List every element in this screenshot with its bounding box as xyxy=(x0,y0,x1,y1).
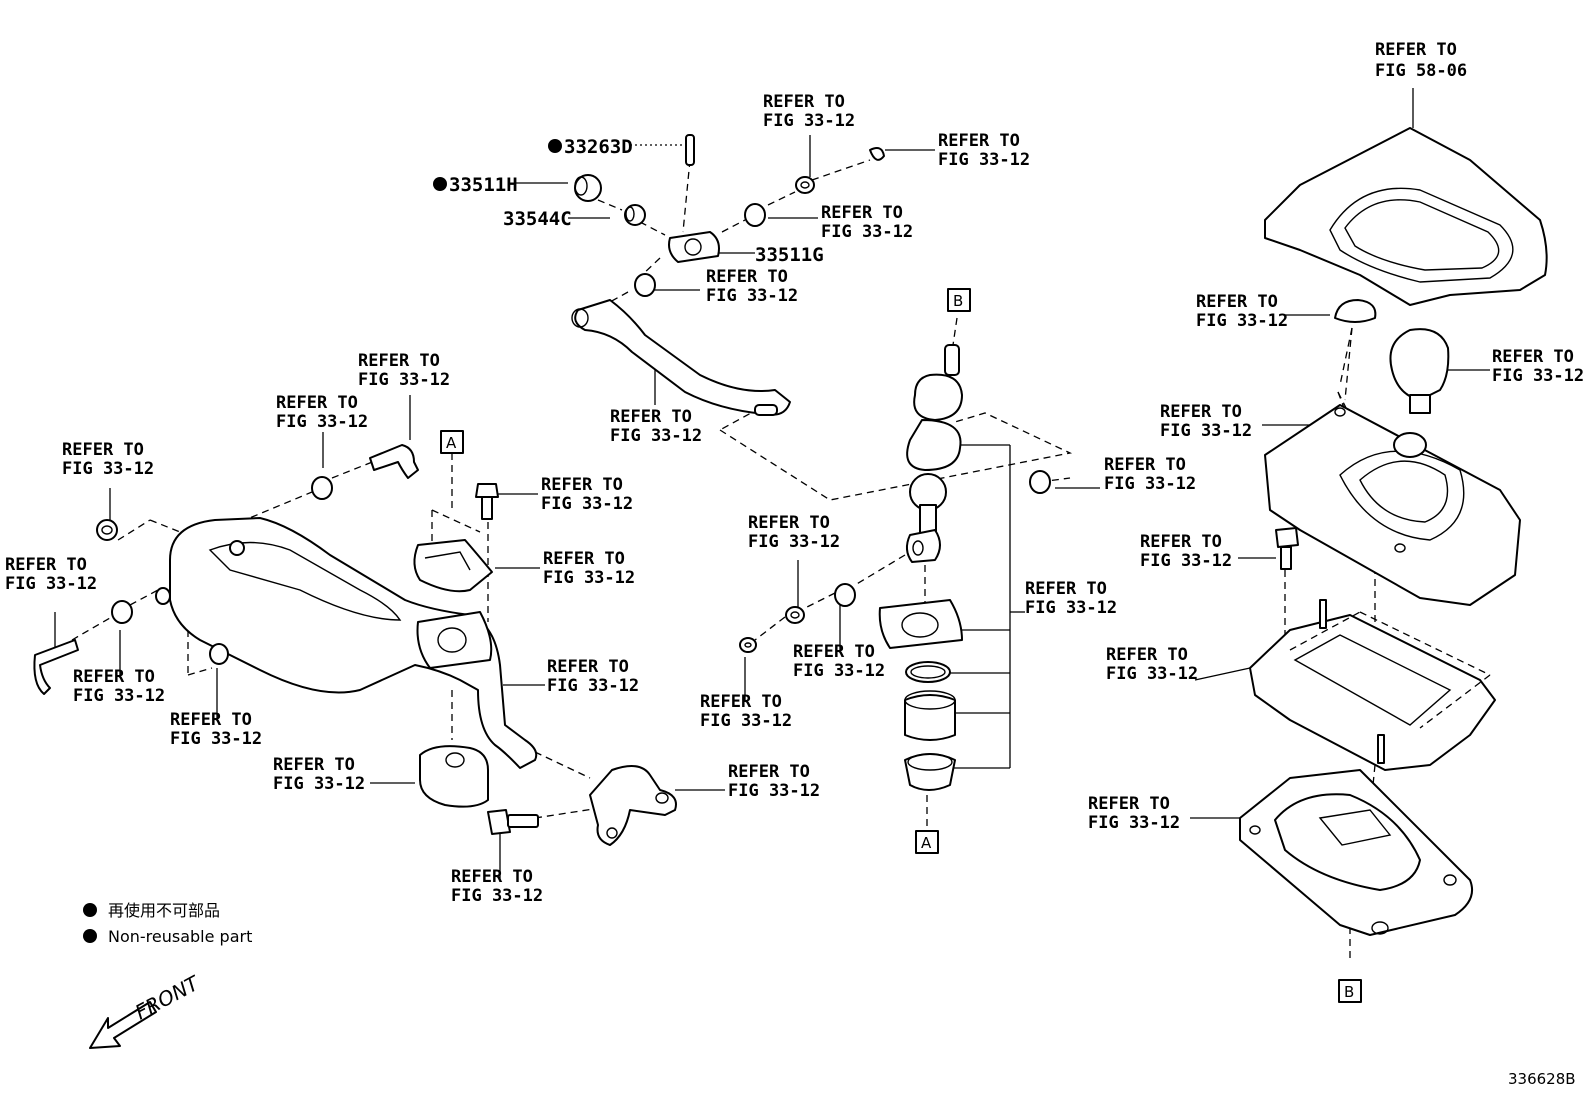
refer-callouts: REFER TO FIG 58-06 REFER TO FIG 33-12 RE… xyxy=(5,40,1584,906)
part-number-33544c: 33544C xyxy=(503,208,572,230)
part-number-labels: 33263D 33511H 33544C 33511G xyxy=(433,136,824,266)
callout-refer: REFER TO xyxy=(358,351,440,371)
callout-refer: REFER TO xyxy=(610,407,692,427)
shift-rod-assembly xyxy=(739,344,1051,791)
callout-refer: REFER TO xyxy=(73,667,155,687)
leader-lines xyxy=(54,88,1490,960)
callout-fig: FIG 33-12 xyxy=(543,568,635,588)
callout-refer: REFER TO xyxy=(451,867,533,887)
callout-refer: REFER TO xyxy=(543,549,625,569)
callout-fig: FIG 33-12 xyxy=(541,494,633,514)
legend-english: Non-reusable part xyxy=(108,927,252,946)
part-number-33511h: 33511H xyxy=(449,174,518,196)
callout-fig: FIG 33-12 xyxy=(1088,813,1180,833)
non-reusable-marker-icon xyxy=(548,139,562,153)
box-label-a-left: A xyxy=(446,434,457,452)
front-label: FRONT xyxy=(131,970,204,1024)
callout-refer: REFER TO xyxy=(5,555,87,575)
callout-fig: FIG 33-12 xyxy=(821,222,913,242)
legend: 再使用不可部品 Non-reusable part xyxy=(83,901,252,946)
frame-labels: B A A B xyxy=(440,288,1362,1003)
callout-refer: REFER TO xyxy=(1196,292,1278,312)
callout-refer: REFER TO xyxy=(276,393,358,413)
shift-lever-linkage xyxy=(571,134,885,416)
callout-refer: REFER TO xyxy=(547,657,629,677)
callout-fig: FIG 33-12 xyxy=(1492,366,1584,386)
callout-refer: REFER TO xyxy=(541,475,623,495)
callout-fig: FIG 33-12 xyxy=(1025,598,1117,618)
diagram-number: 336628B xyxy=(1508,1070,1576,1088)
callout-fig: FIG 33-12 xyxy=(610,426,702,446)
callout-fig: FIG 33-12 xyxy=(793,661,885,681)
part-number-33511g: 33511G xyxy=(755,244,824,266)
front-direction: FRONT xyxy=(89,970,204,1049)
callout-fig: FIG 33-12 xyxy=(938,150,1030,170)
callout-refer: REFER TO xyxy=(938,131,1020,151)
callout-refer: REFER TO xyxy=(1104,455,1186,475)
callout-fig: FIG 33-12 xyxy=(73,686,165,706)
callout-refer: REFER TO xyxy=(1106,645,1188,665)
callout-fig: FIG 33-12 xyxy=(1106,664,1198,684)
legend-japanese: 再使用不可部品 xyxy=(108,901,220,920)
callout-refer: REFER TO xyxy=(170,710,252,730)
non-reusable-marker-icon xyxy=(433,177,447,191)
callout-fig: FIG 33-12 xyxy=(1160,421,1252,441)
callout-refer: REFER TO xyxy=(728,762,810,782)
callout-fig: FIG 33-12 xyxy=(1104,474,1196,494)
callout-refer: REFER TO xyxy=(821,203,903,223)
callout-refer: REFER TO xyxy=(1088,794,1170,814)
callout-refer: REFER TO xyxy=(62,440,144,460)
callout-fig: FIG 33-12 xyxy=(728,781,820,801)
callout-fig: FIG 33-12 xyxy=(276,412,368,432)
callout-refer: REFER TO xyxy=(1025,579,1107,599)
callout-refer: REFER TO xyxy=(793,642,875,662)
callout-fig: FIG 33-12 xyxy=(1140,551,1232,571)
callout-fig: FIG 33-12 xyxy=(700,711,792,731)
callout-refer: REFER TO xyxy=(700,692,782,712)
callout-fig: FIG 33-12 xyxy=(273,774,365,794)
front-arrow-icon xyxy=(89,1001,157,1049)
callout-refer: REFER TO xyxy=(1492,347,1574,367)
callout-refer: REFER TO xyxy=(763,92,845,112)
shift-bracket-assembly xyxy=(33,444,677,846)
callout-fig: FIG 33-12 xyxy=(763,111,855,131)
box-label-b-top: B xyxy=(953,292,963,310)
callout-fig: FIG 33-12 xyxy=(1196,311,1288,331)
callout-fig: FIG 33-12 xyxy=(358,370,450,390)
callout-fig: FIG 33-12 xyxy=(451,886,543,906)
callout-refer: REFER TO xyxy=(1140,532,1222,552)
callout-refer: REFER TO xyxy=(748,513,830,533)
callout-fig: FIG 33-12 xyxy=(706,286,798,306)
callout-refer: REFER TO xyxy=(273,755,355,775)
non-reusable-marker-icon xyxy=(83,903,97,917)
callout-refer: REFER TO xyxy=(706,267,788,287)
callout-fig: FIG 33-12 xyxy=(62,459,154,479)
callout-fig: FIG 33-12 xyxy=(748,532,840,552)
callout-refer: REFER TO xyxy=(1160,402,1242,422)
box-label-b-bottom: B xyxy=(1344,983,1354,1001)
callout-fig: FIG 58-06 xyxy=(1375,61,1467,81)
callout-fig: FIG 33-12 xyxy=(170,729,262,749)
part-number-33263d: 33263D xyxy=(564,136,633,158)
callout-fig: FIG 33-12 xyxy=(547,676,639,696)
non-reusable-marker-icon xyxy=(83,929,97,943)
console-assembly xyxy=(1239,127,1548,936)
callout-fig: FIG 33-12 xyxy=(5,574,97,594)
callout-refer: REFER TO xyxy=(1375,40,1457,60)
box-label-a-bottom: A xyxy=(921,834,932,852)
